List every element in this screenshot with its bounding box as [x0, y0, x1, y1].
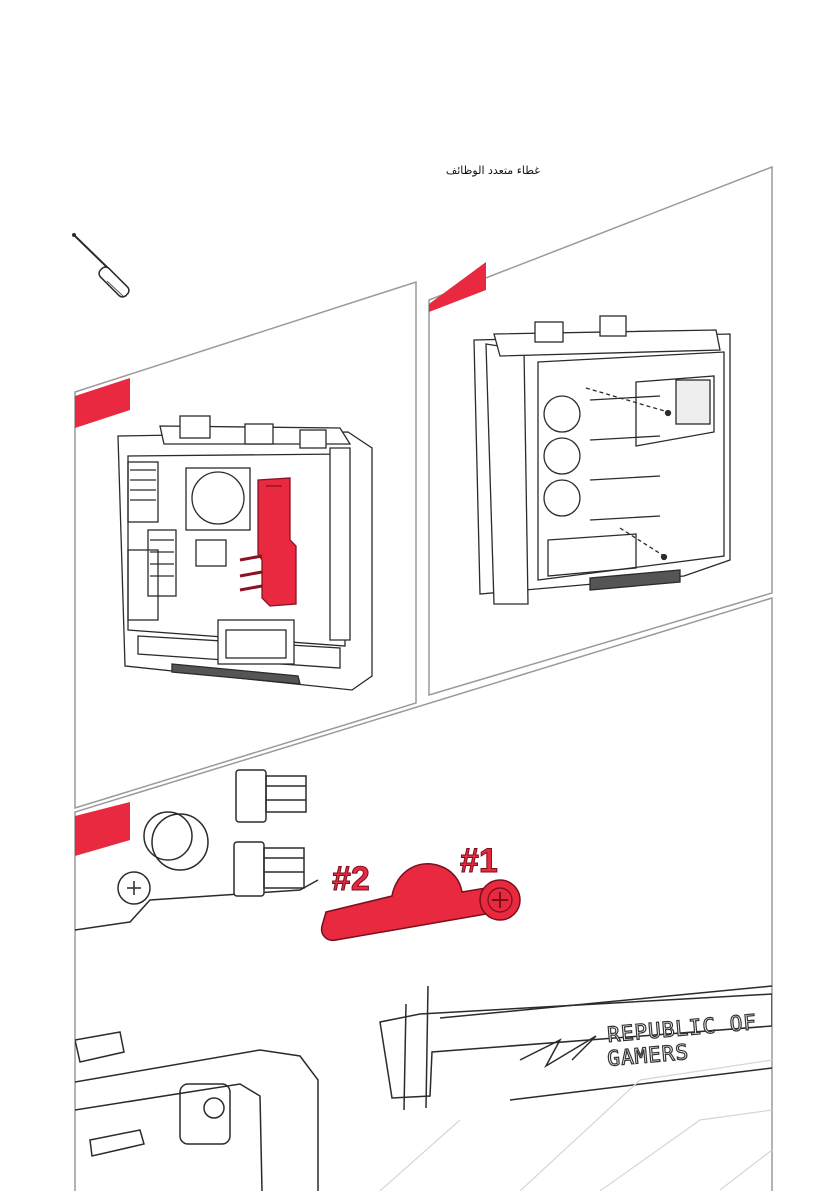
screw-label-1: #1 [460, 842, 498, 880]
screwdriver-icon [72, 233, 131, 299]
step-1-tag [75, 378, 130, 428]
step-2-case-illustration [474, 316, 730, 604]
step-2-tag [429, 262, 486, 312]
step-1-case-illustration [118, 416, 372, 690]
step-3-detail-illustration: REPUBLIC OF GAMERS #2 #1 [75, 770, 772, 1191]
screw-label-2: #2 [332, 860, 370, 898]
